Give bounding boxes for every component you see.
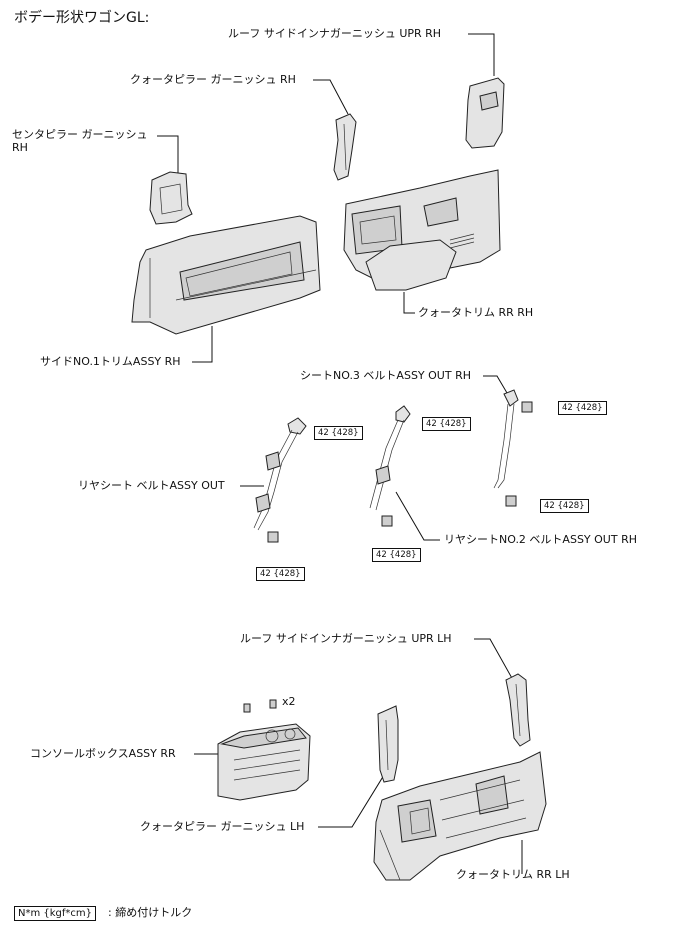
leader-roof-upr-rh (468, 33, 495, 76)
center-pillar-garnish-rh (149, 171, 193, 225)
torque-value: 42 {428} (558, 401, 607, 415)
side-no1-trim-rh (131, 215, 321, 335)
quarter-pillar-garnish-lh (377, 705, 399, 783)
label-console-box-rr: コンソールボックスASSY RR (30, 747, 176, 760)
leader-seat-no3 (483, 375, 511, 399)
rear-seat-belt-out (253, 417, 307, 543)
console-box-rr (217, 699, 311, 801)
leader-side-trim-rh (192, 326, 213, 363)
label-quarter-trim-rr-rh: クォータトリム RR RH (418, 306, 534, 319)
label-center-pillar-garnish-rh: センタピラー ガーニッシュ (12, 128, 148, 141)
label-seat-no3-belt-rh: シートNO.3 ベルトASSY OUT RH (300, 369, 471, 382)
label-x2: x2 (282, 695, 296, 708)
torque-value: 42 {428} (372, 548, 421, 562)
quarter-trim-rr-lh (373, 751, 547, 881)
leader-quarter-pillar-lh (318, 774, 385, 828)
label-roof-garnish-upr-rh: ルーフ サイドインナガーニッシュ UPR RH (228, 27, 442, 40)
seat-no3-belt (493, 389, 533, 507)
leader-quarter-trim-rh (403, 292, 415, 314)
rear-seat-no2-belt (369, 405, 411, 527)
leader-quarter-pillar-rh (313, 79, 349, 115)
label-side-no1-trim-rh: サイドNO.1トリムASSY RH (40, 355, 181, 368)
label-rear-seat-belt-out: リヤシート ベルトASSY OUT (78, 479, 225, 492)
torque-value: 42 {428} (422, 417, 471, 431)
torque-value: 42 {428} (256, 567, 305, 581)
label-quarter-pillar-garnish-rh: クォータピラー ガーニッシュ RH (130, 73, 296, 86)
leader-center-pillar-rh (157, 135, 179, 176)
leader-rear-no2 (395, 491, 440, 541)
label-quarter-pillar-garnish-lh: クォータピラー ガーニッシュ LH (140, 820, 305, 833)
legend-description: : 締め付けトルク (108, 906, 193, 919)
torque-value: 42 {428} (314, 426, 363, 440)
page-title: ボデー形状ワゴンGL: (14, 10, 150, 26)
quarter-pillar-garnish-rh (333, 113, 357, 181)
label-roof-garnish-upr-lh: ルーフ サイドインナガーニッシュ UPR LH (240, 632, 452, 645)
torque-value: 42 {428} (540, 499, 589, 513)
label-quarter-trim-rr-lh: クォータトリム RR LH (456, 868, 570, 881)
quarter-trim-rr-rh (343, 169, 501, 291)
roof-garnish-upr-lh (505, 673, 531, 747)
roof-garnish-upr-rh (465, 77, 505, 149)
leader-roof-upr-lh (474, 638, 514, 681)
label-rear-seat-no2-belt-rh: リヤシートNO.2 ベルトASSY OUT RH (444, 533, 637, 546)
label-center-pillar-garnish-rh-side: RH (12, 141, 28, 154)
legend-torque-unit: N*m {kgf*cm} (14, 906, 97, 921)
